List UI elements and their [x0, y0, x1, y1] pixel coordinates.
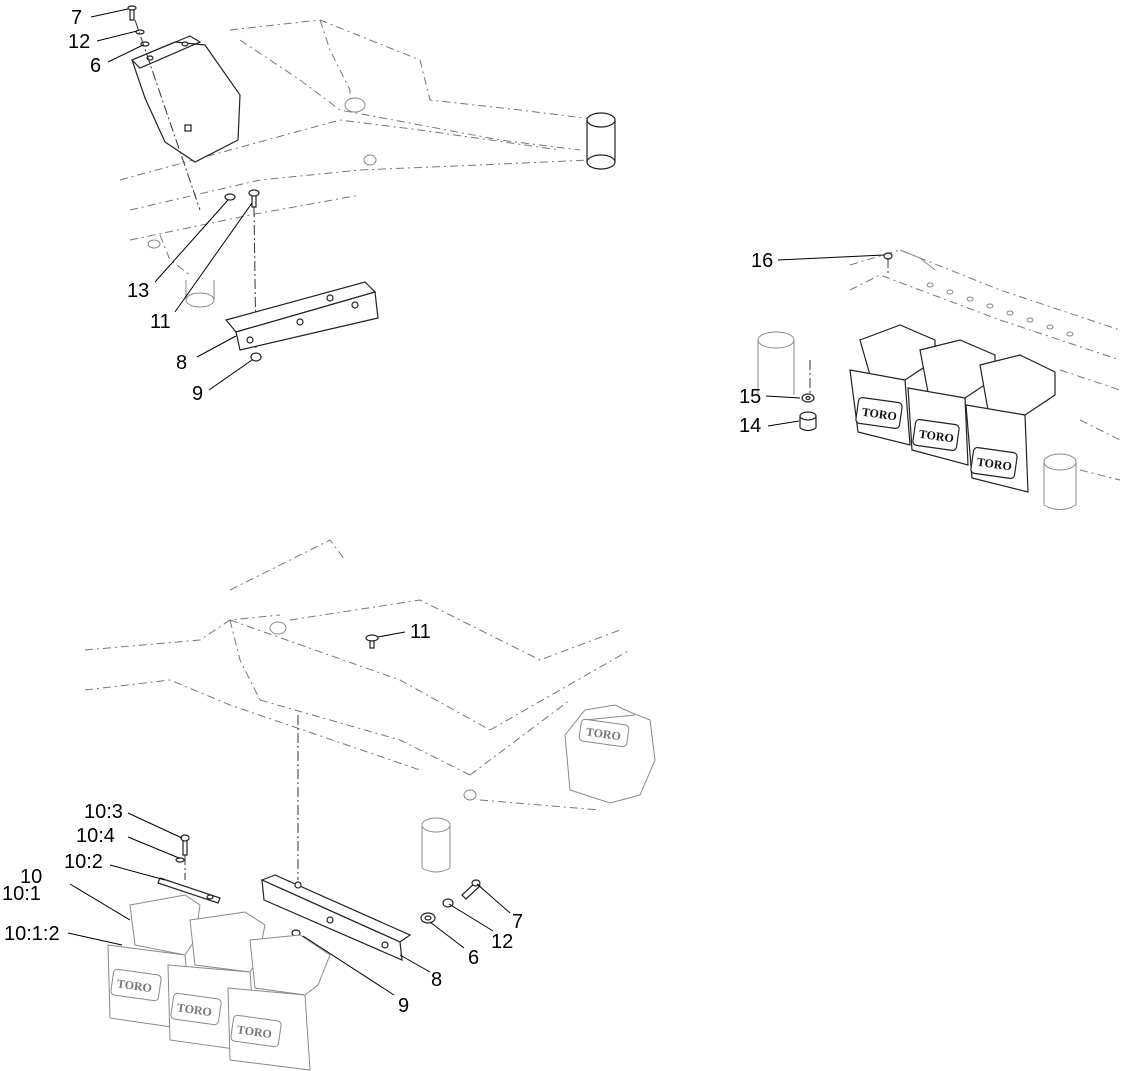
tr-weight-logo-2: TORO [918, 427, 955, 446]
callout-10: 10 [20, 866, 42, 888]
callout-11: 11 [150, 311, 171, 333]
callout-8-bottom: 8 [431, 969, 442, 991]
callout-7-bottom: 7 [512, 911, 523, 933]
b-plate-fasteners [420, 879, 481, 924]
callout-10-1-2: 10:1:2 [4, 923, 60, 945]
callout-6: 6 [90, 55, 101, 77]
b-carriage-bolt [297, 634, 379, 880]
tr-weight-logo-1: TORO [861, 405, 898, 424]
callout-9-bottom: 9 [398, 995, 409, 1017]
b-callouts: 11 10:3 10:4 10:2 10 10:1 10:1:2 7 12 6 … [2, 621, 523, 1017]
b-weight-logo-2: TORO [176, 1000, 213, 1019]
b-weight-kit-part10: TORO TORO TORO [107, 834, 331, 1071]
callout-15: 15 [739, 386, 761, 408]
b-frame-ghost [84, 539, 631, 811]
tr-frame-ghost [757, 249, 1121, 510]
tl-pivot-tube [586, 112, 616, 170]
callout-9: 9 [192, 383, 203, 405]
tl-leaders [90, 8, 253, 391]
callout-14: 14 [739, 415, 761, 437]
tl-frame-ghost [119, 19, 601, 308]
top-right-view: TORO TORO TORO 16 15 [739, 249, 1121, 510]
callout-10-4: 10:4 [76, 825, 115, 847]
callout-10-1: 10:1 [2, 883, 41, 905]
top-left-view: 7 12 6 13 11 8 9 [68, 5, 616, 405]
callout-12: 12 [68, 31, 90, 53]
tr-fasteners [799, 252, 893, 432]
b-ghost-weight: TORO [564, 704, 656, 804]
callout-10-3: 10:3 [84, 801, 123, 823]
callout-12-bottom: 12 [491, 931, 513, 953]
callout-11-bottom: 11 [410, 621, 431, 643]
tr-weight-logo-3: TORO [976, 455, 1013, 474]
callout-10-2: 10:2 [64, 851, 103, 873]
callout-7: 7 [71, 7, 82, 29]
callout-8: 8 [176, 352, 187, 374]
tl-mounting-plate-part8 [224, 281, 379, 351]
callout-6-bottom: 6 [468, 947, 479, 969]
tr-callouts: 16 15 14 [739, 250, 773, 437]
callout-13: 13 [127, 280, 149, 302]
bottom-view: TORO [2, 539, 656, 1071]
b-weight-logo-1: TORO [116, 976, 153, 995]
b-ghost-weight-logo: TORO [585, 725, 622, 744]
tl-callouts: 7 12 6 13 11 8 9 [68, 7, 203, 405]
tl-bracket-part6 [130, 35, 241, 163]
tr-weights: TORO TORO TORO [849, 324, 1056, 493]
b-mounting-plate-part8 [260, 874, 412, 961]
b-leaders [67, 631, 511, 996]
b-pivot-tube [421, 817, 451, 873]
tr-frame-holes [926, 282, 1074, 337]
b-weight-logo-3: TORO [236, 1022, 273, 1041]
tr-leaders [765, 254, 885, 427]
callout-16: 16 [751, 250, 773, 272]
